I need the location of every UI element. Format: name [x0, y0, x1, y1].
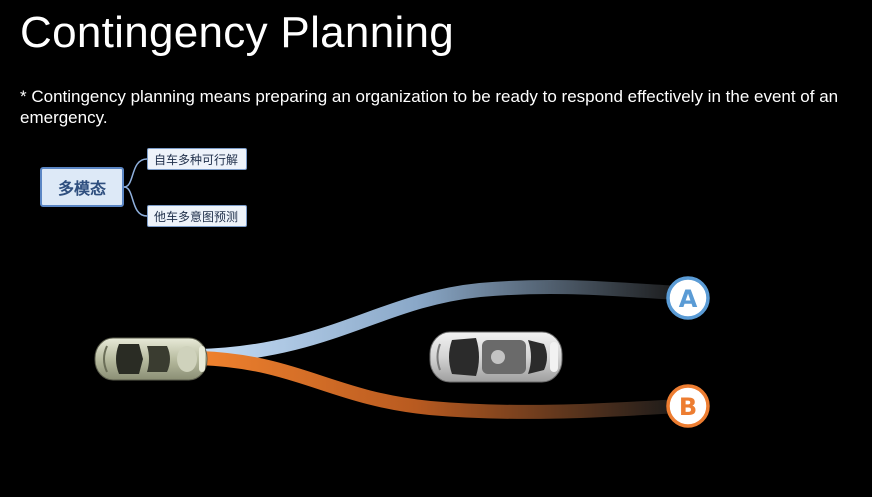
ego-car-icon	[94, 337, 208, 381]
other-car-icon	[429, 331, 563, 383]
trajectory-a	[193, 280, 687, 363]
slide-title: Contingency Planning	[20, 8, 455, 57]
bullet-text: * Contingency planning means preparing a…	[20, 87, 839, 127]
trajectory-b	[193, 351, 687, 419]
option-b-label: B	[679, 393, 697, 421]
option-b-badge: B	[666, 384, 710, 428]
mindmap-root-node: 多模态	[40, 167, 124, 207]
mindmap-branch-ego-solutions: 自车多种可行解	[147, 148, 247, 170]
option-a-badge: A	[666, 276, 710, 320]
mindmap-branch-other-intent: 他车多意图预测	[147, 205, 247, 227]
option-a-label: A	[679, 285, 698, 313]
